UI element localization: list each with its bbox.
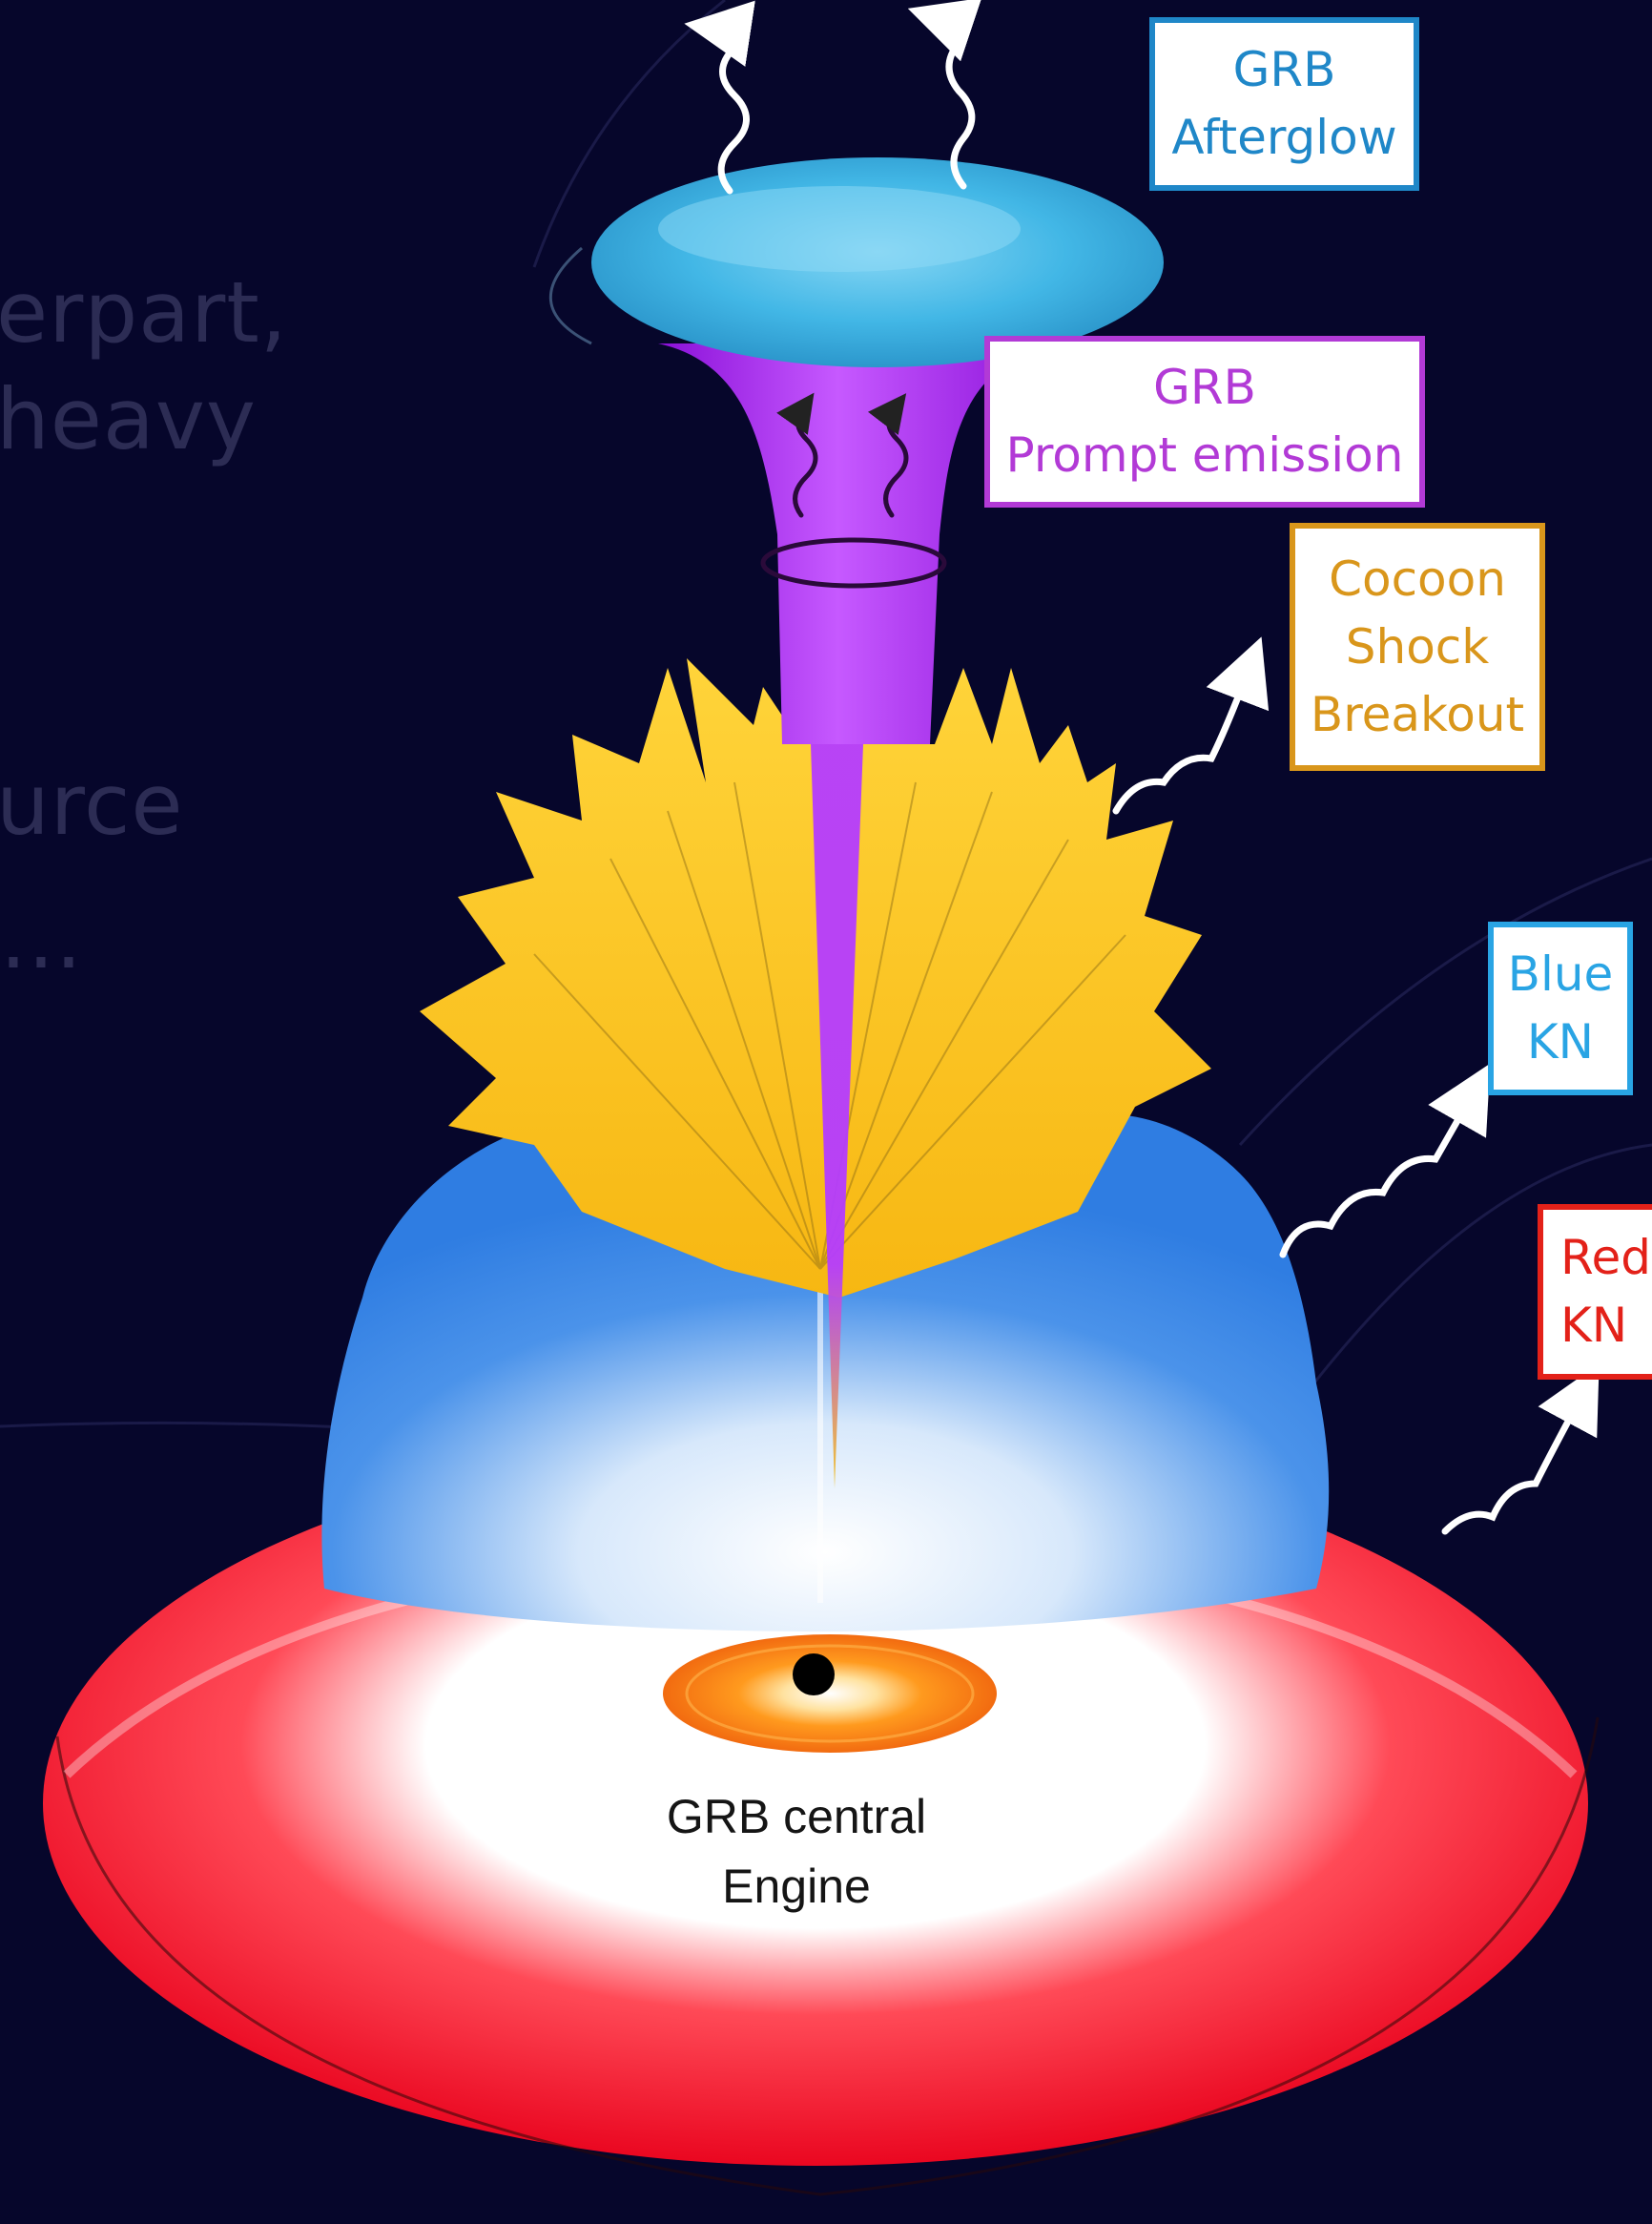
red-kn-label-line1: Red: [1560, 1224, 1651, 1292]
afterglow-photon-arrow-left: [717, 29, 747, 191]
black-hole-icon: [793, 1653, 835, 1695]
cocoon-label-line3: Breakout: [1311, 681, 1524, 749]
red-kn-label-line2: KN: [1560, 1292, 1627, 1360]
blue-kn-label: Blue KN: [1488, 922, 1633, 1095]
cocoon-label-line2: Shock: [1346, 613, 1489, 681]
blue-kn-label-line1: Blue: [1508, 941, 1614, 1008]
blue-kn-photon-arrow: [1283, 1092, 1474, 1255]
grb-prompt-label-line1: GRB: [1153, 354, 1256, 422]
grb-afterglow-label-line2: Afterglow: [1171, 104, 1396, 172]
accretion-disk: [663, 1634, 997, 1753]
grb-prompt-label-line2: Prompt emission: [1006, 422, 1404, 489]
central-engine-line2: Engine: [620, 1852, 973, 1922]
grb-afterglow-label: GRB Afterglow: [1149, 17, 1419, 191]
red-kn-photon-arrow: [1445, 1393, 1583, 1531]
grb-central-engine-label: GRB central Engine: [620, 1782, 973, 1921]
blue-kn-label-line2: KN: [1527, 1008, 1594, 1076]
cocoon-shock-breakout-label: Cocoon Shock Breakout: [1290, 523, 1545, 771]
grb-afterglow-label-line1: GRB: [1233, 36, 1336, 104]
grb-prompt-emission-label: GRB Prompt emission: [984, 336, 1425, 508]
cocoon-photon-arrow: [1116, 668, 1249, 811]
central-engine-line1: GRB central: [620, 1782, 973, 1852]
cocoon-label-line1: Cocoon: [1329, 546, 1506, 613]
red-kn-label: Red KN: [1538, 1204, 1652, 1380]
